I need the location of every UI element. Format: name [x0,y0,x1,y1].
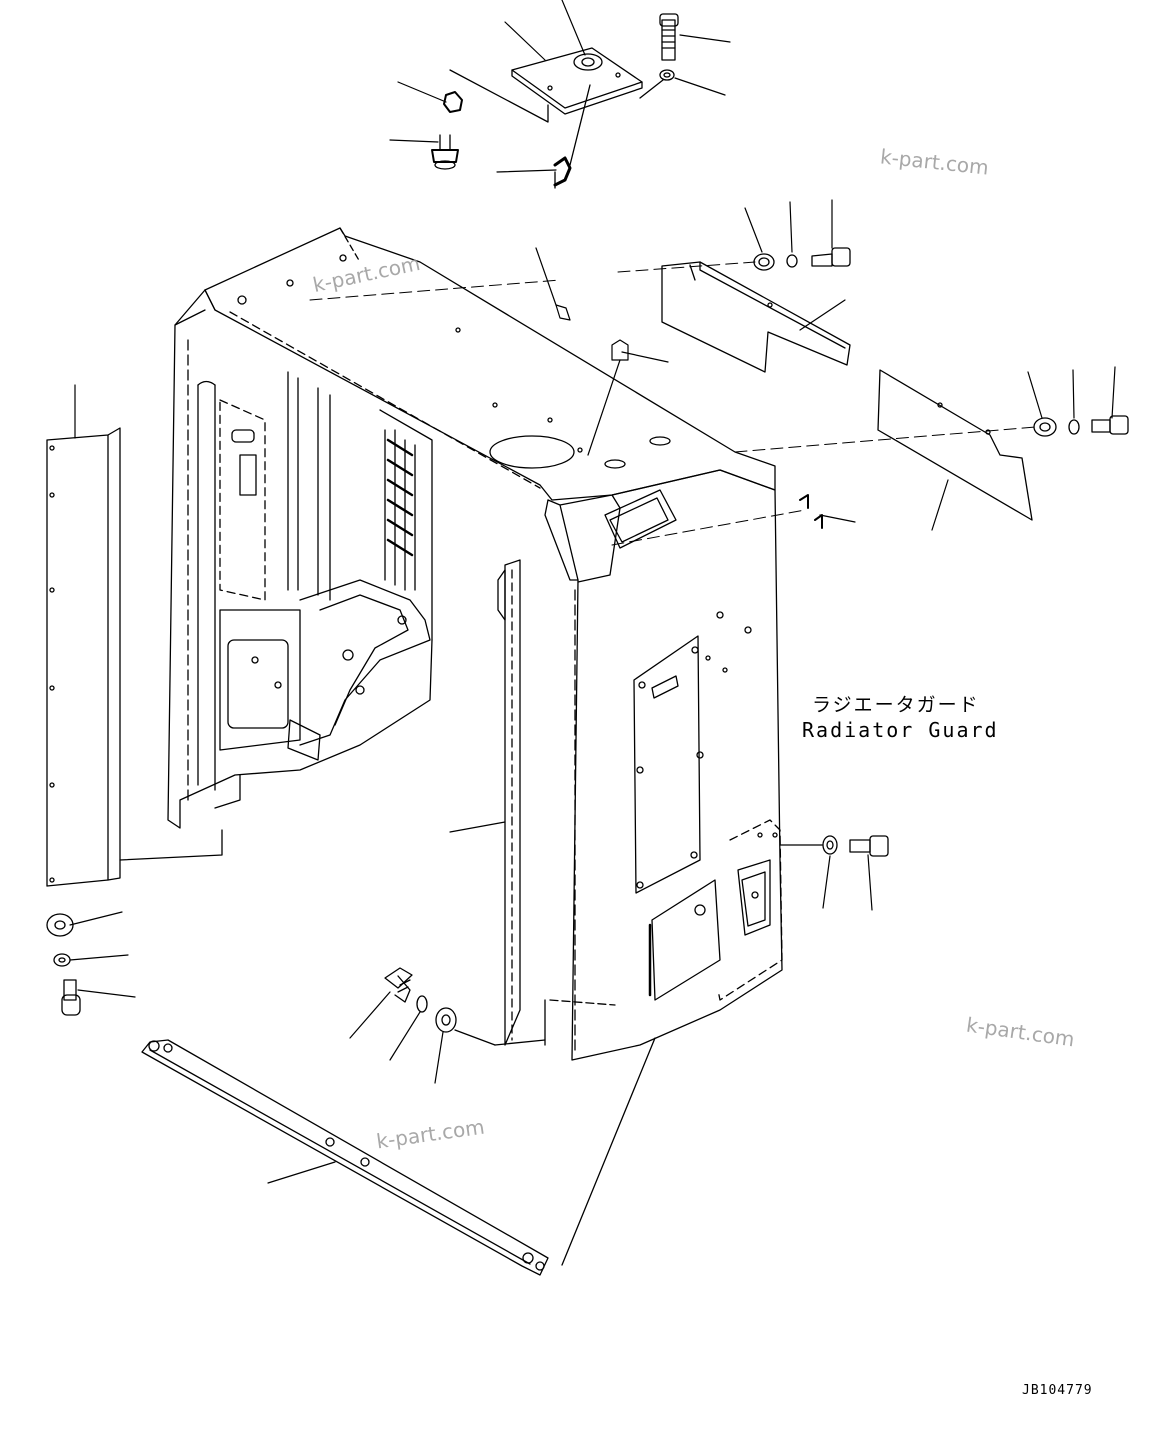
title-english: Radiator Guard [802,718,999,742]
guard-frame [167,227,776,829]
leader-lines [69,0,1116,1184]
right-side-panel [544,469,783,1061]
top-plate-assembly [431,13,679,189]
left-seal-strip [46,427,223,1016]
upper-right-cover [661,247,851,373]
title-japanese: ラジエータガード [812,694,980,716]
assembly-lines [309,261,1036,546]
bottom-seal-bar [141,1037,656,1276]
drawing-id: JB104779 [1022,1383,1093,1398]
bottom-fasteners [384,835,889,1046]
right-cover-plate [799,369,1129,529]
center-seal-strip [494,559,546,1046]
